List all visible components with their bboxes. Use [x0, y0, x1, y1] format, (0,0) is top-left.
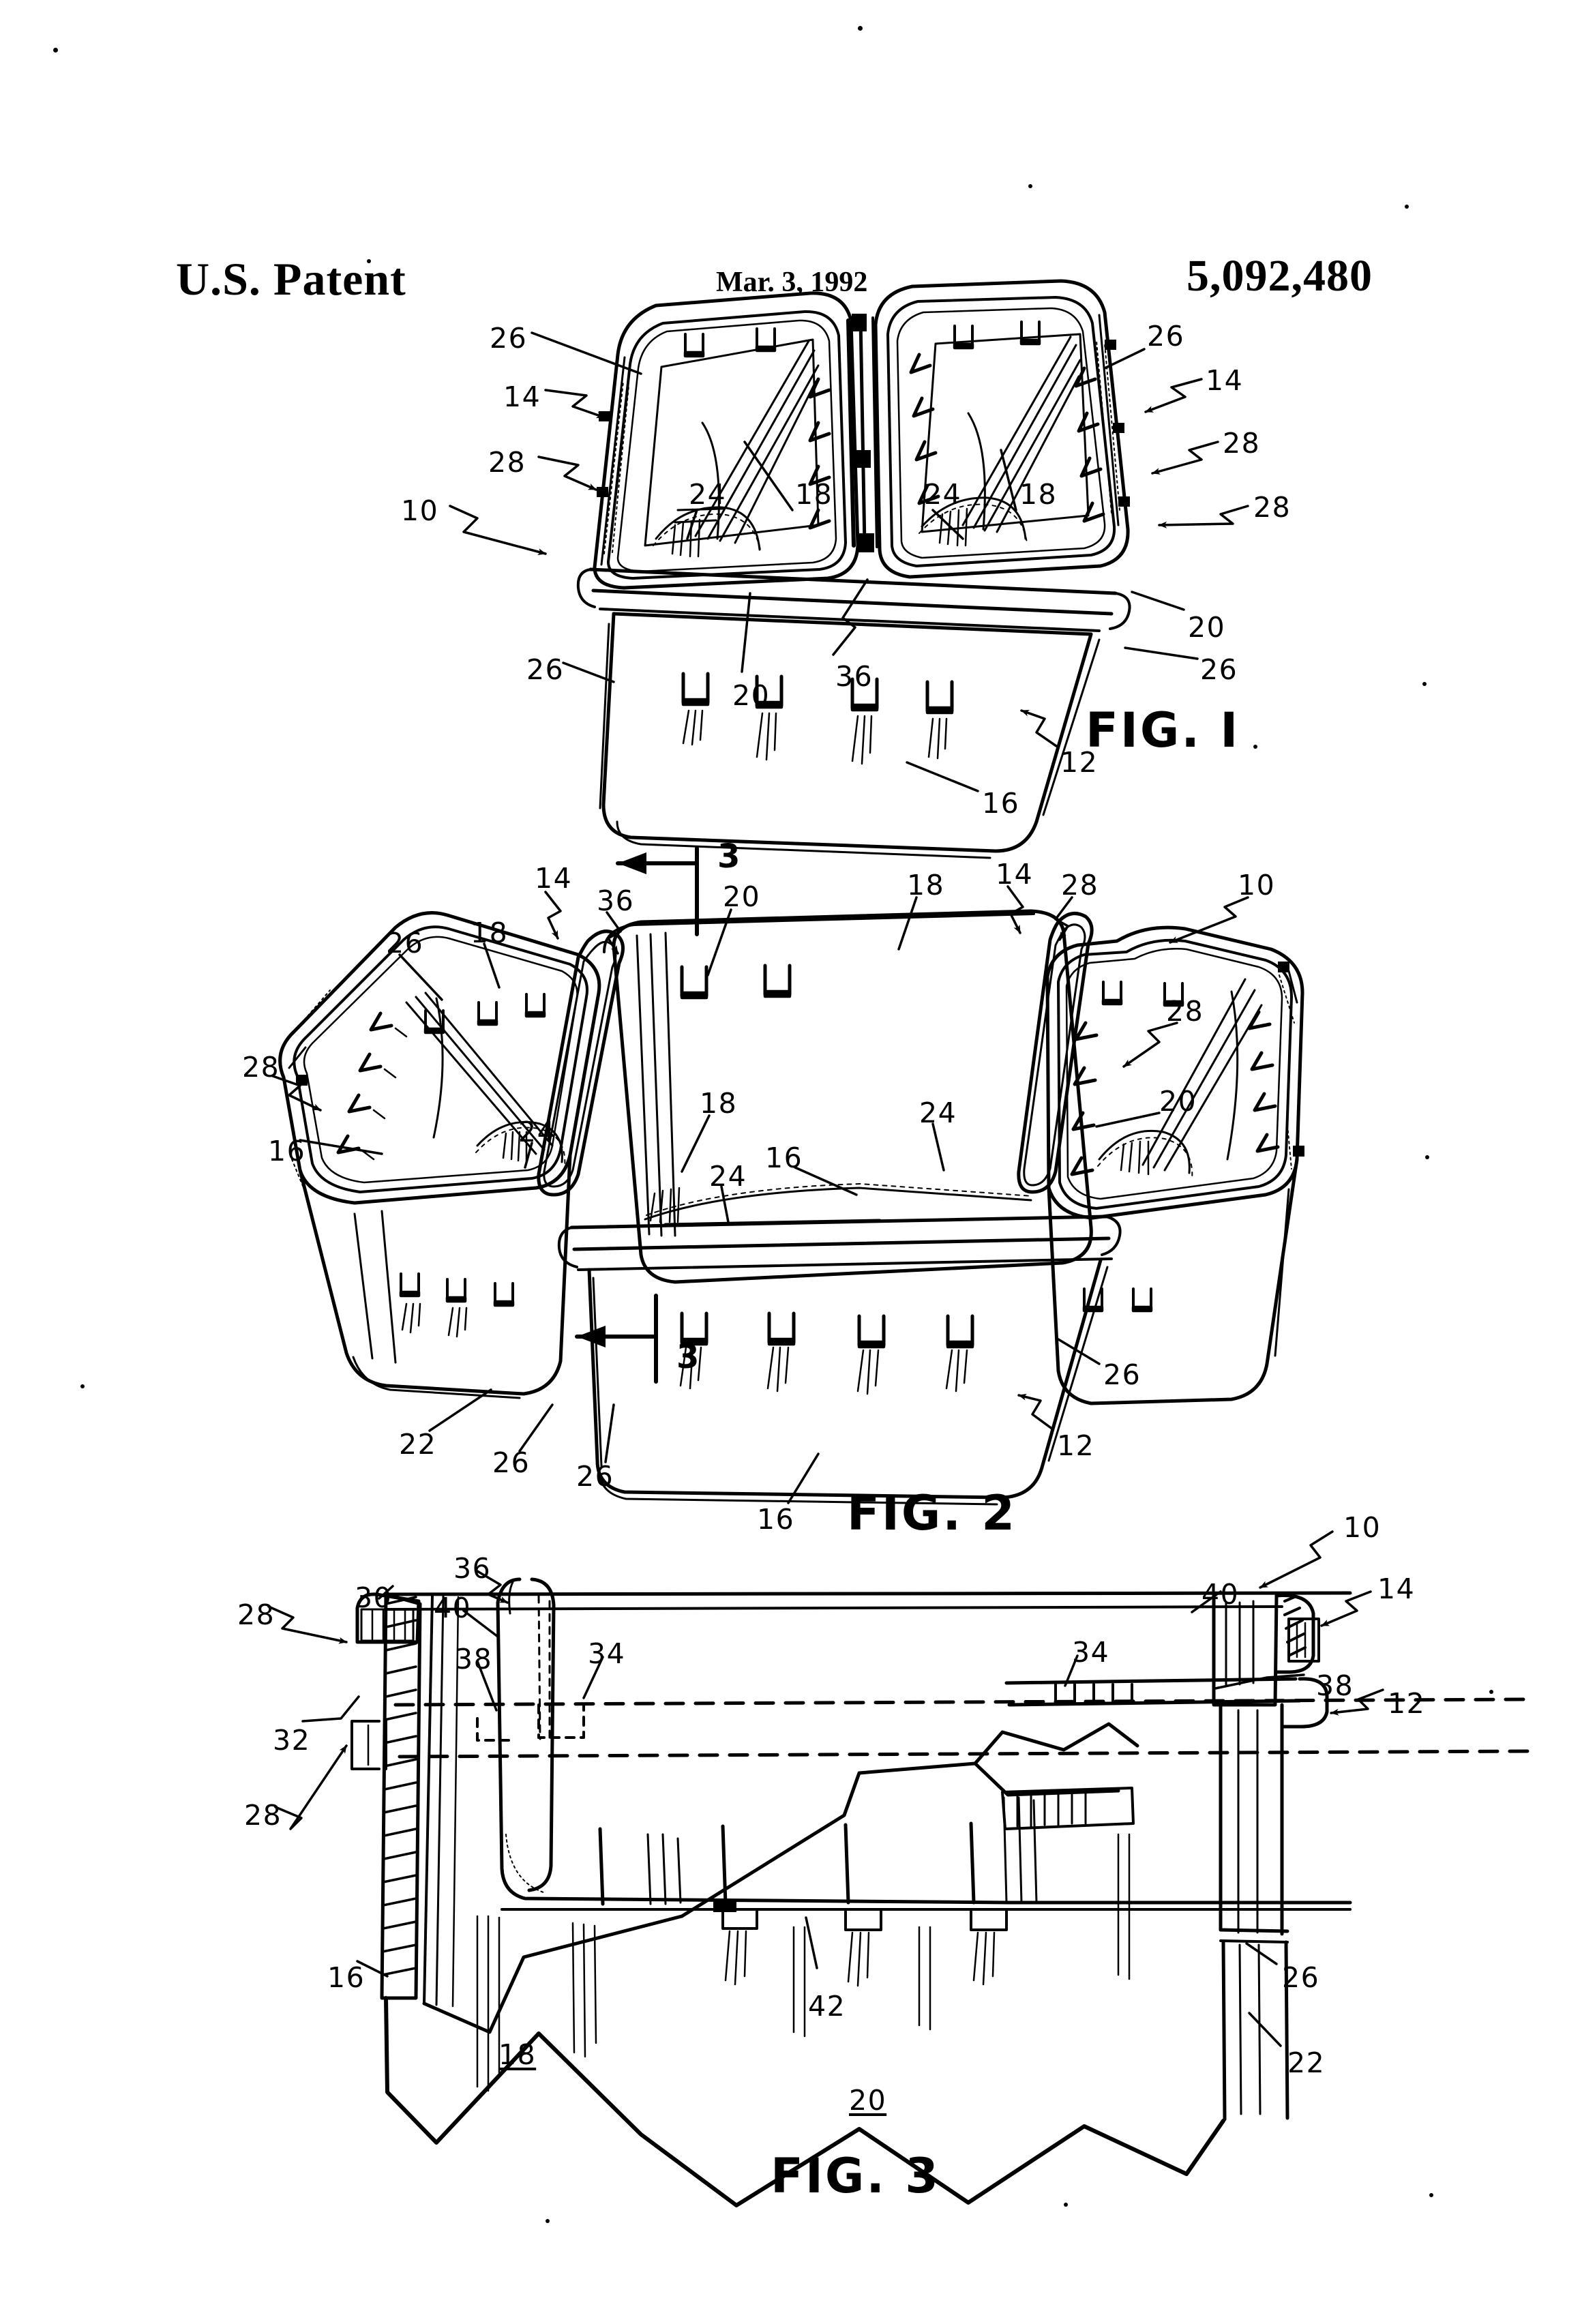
scan-speck — [1429, 2193, 1433, 2197]
reference-numeral: 26 — [386, 927, 424, 959]
reference-numeral: 28 — [1061, 869, 1099, 902]
reference-numeral: 18 — [1019, 478, 1058, 511]
reference-numeral: 20 — [732, 679, 771, 712]
scan-speck — [53, 48, 58, 53]
scan-speck — [1425, 1155, 1429, 1159]
reference-numeral: 26 — [526, 653, 565, 686]
reference-numeral: 34 — [1072, 1636, 1110, 1669]
reference-numeral: 16 — [327, 1961, 365, 1994]
reference-numeral: 14 — [1377, 1573, 1416, 1605]
scan-speck — [1405, 205, 1409, 209]
reference-numeral: 24 — [924, 478, 962, 511]
reference-numeral: 18 — [498, 2038, 537, 2071]
reference-numeral: 18 — [471, 917, 509, 949]
reference-numeral: 26 — [1103, 1358, 1141, 1391]
reference-numeral: 10 — [401, 494, 439, 527]
fig3-drawing — [267, 1530, 1529, 2207]
reference-numeral: 18 — [907, 869, 945, 902]
reference-numeral: 16 — [765, 1142, 803, 1174]
scan-speck — [1489, 1690, 1493, 1694]
patent-number: 5,092,480 — [1186, 251, 1373, 301]
reference-numeral: 28 — [242, 1051, 280, 1084]
reference-numeral: 18 — [700, 1087, 738, 1120]
reference-numeral: 22 — [399, 1428, 437, 1461]
scan-speck — [80, 1384, 85, 1388]
fig1-caption: FIG. I — [1086, 702, 1240, 758]
reference-numeral: 16 — [757, 1503, 795, 1536]
scan-speck — [858, 26, 863, 31]
section-line-label: 3 — [717, 837, 741, 876]
fig1-drawing — [449, 279, 1249, 859]
scan-speck — [367, 259, 371, 263]
reference-numeral: 28 — [488, 446, 526, 479]
reference-numeral: 14 — [503, 381, 541, 413]
reference-numeral: 40 — [434, 1592, 472, 1624]
reference-numeral: 28 — [237, 1598, 275, 1631]
scan-speck — [1028, 184, 1032, 188]
reference-numeral: 14 — [535, 862, 573, 895]
reference-numeral: 16 — [268, 1135, 306, 1167]
fig2-drawing — [271, 846, 1304, 1506]
reference-numeral: 24 — [919, 1097, 957, 1129]
reference-numeral: 20 — [1188, 611, 1226, 644]
reference-numeral: 36 — [453, 1552, 492, 1585]
reference-numeral: 12 — [1388, 1687, 1426, 1720]
reference-numeral: 20 — [723, 880, 761, 913]
reference-numeral: 32 — [273, 1724, 311, 1757]
reference-numeral: 26 — [492, 1446, 531, 1479]
reference-numeral: 24 — [518, 1116, 556, 1148]
reference-numeral: 20 — [849, 2084, 887, 2117]
reference-numeral: 26 — [490, 322, 528, 355]
scan-speck — [1253, 745, 1257, 749]
reference-numeral: 10 — [1238, 869, 1276, 902]
reference-numeral: 12 — [1060, 746, 1099, 779]
reference-numeral: 40 — [1202, 1578, 1240, 1611]
reference-numeral: 36 — [597, 884, 635, 917]
reference-numeral: 38 — [455, 1643, 493, 1675]
reference-numeral: 42 — [808, 1990, 846, 2023]
reference-numeral: 28 — [1223, 427, 1261, 460]
fig3-caption: FIG. 3 — [771, 2148, 940, 2204]
reference-numeral: 16 — [982, 787, 1020, 820]
reference-numeral: 30 — [355, 1581, 393, 1614]
reference-numeral: 28 — [1166, 995, 1204, 1028]
reference-numeral: 28 — [1253, 491, 1292, 524]
reference-numeral: 24 — [709, 1160, 747, 1193]
reference-numeral: 26 — [1147, 320, 1185, 353]
reference-numeral: 38 — [1316, 1669, 1354, 1702]
section-line-label: 3 — [676, 1338, 700, 1376]
reference-numeral: 24 — [689, 478, 727, 511]
reference-numeral: 26 — [1200, 653, 1238, 686]
reference-numeral: 36 — [835, 660, 874, 693]
reference-numeral: 20 — [1159, 1085, 1197, 1118]
scan-speck — [546, 2219, 550, 2223]
reference-numeral: 18 — [795, 478, 833, 511]
patent-date: Mar. 3, 1992 — [716, 267, 868, 298]
reference-numeral: 12 — [1057, 1429, 1095, 1462]
scan-speck — [1064, 2203, 1068, 2207]
reference-numeral: 34 — [588, 1637, 626, 1670]
reference-numeral: 10 — [1343, 1511, 1382, 1544]
scan-speck — [1422, 682, 1427, 686]
fig2-caption: FIG. 2 — [847, 1485, 1017, 1541]
reference-numeral: 14 — [1206, 364, 1244, 397]
reference-numeral: 28 — [244, 1799, 282, 1832]
reference-numeral: 14 — [996, 858, 1034, 891]
reference-numeral: 22 — [1287, 2046, 1326, 2079]
reference-numeral: 26 — [576, 1460, 614, 1493]
reference-numeral: 26 — [1282, 1961, 1320, 1994]
